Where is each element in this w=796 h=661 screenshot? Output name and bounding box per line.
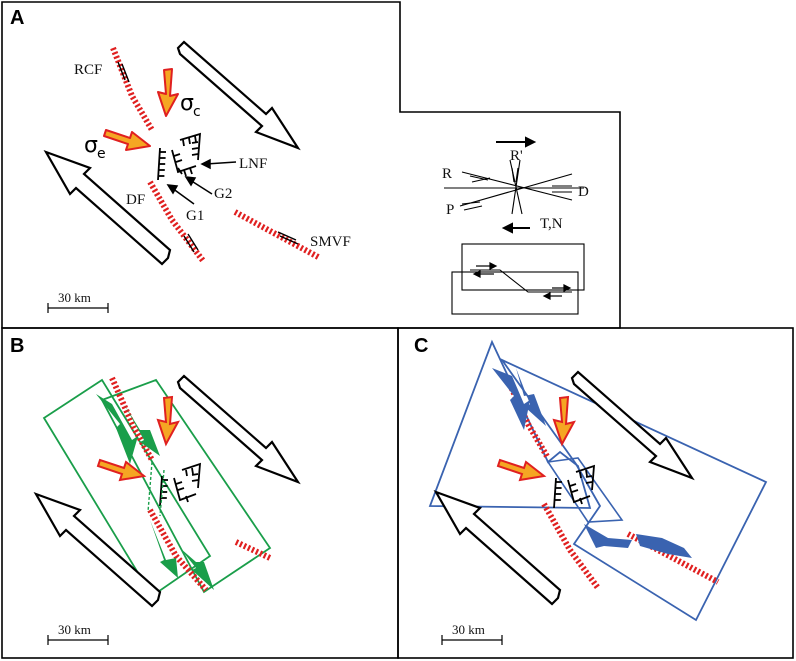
sigma-e-symbol: σ bbox=[84, 133, 98, 158]
stress-arrow-extension-b bbox=[96, 458, 147, 482]
scale-bar-c bbox=[441, 635, 503, 645]
label-g1: G1 bbox=[186, 208, 204, 224]
blue-block-east bbox=[499, 357, 768, 622]
panel-b-frame bbox=[1, 327, 399, 659]
fault-df-c bbox=[541, 502, 601, 590]
fault-df bbox=[147, 180, 207, 264]
green-block-west bbox=[42, 378, 212, 598]
fault-smvf bbox=[233, 209, 322, 261]
regional-arrow-northwest bbox=[43, 149, 172, 266]
riedel-label-d: D bbox=[578, 184, 589, 200]
panel-c-frame bbox=[397, 327, 794, 659]
panel-a-label: A bbox=[10, 7, 24, 29]
regional-arrow-southeast-c bbox=[570, 370, 695, 481]
pull-apart-sketch bbox=[451, 243, 585, 315]
normal-fault-g1 bbox=[157, 147, 166, 181]
sigma-e-subscript: e bbox=[97, 146, 106, 162]
regional-arrow-northwest-c bbox=[433, 489, 562, 606]
blue-shear-arrow-3 bbox=[584, 524, 632, 548]
shear-arrows-df bbox=[183, 233, 199, 253]
panel-a-frame bbox=[1, 1, 621, 329]
riedel-label-tn: T,N bbox=[540, 216, 563, 232]
normal-faults-c bbox=[553, 464, 596, 509]
label-g2: G2 bbox=[214, 186, 232, 202]
panel-c-label: C bbox=[414, 335, 428, 357]
scale-label-a: 30 km bbox=[58, 290, 91, 305]
fault-rcf-b bbox=[109, 376, 155, 462]
label-smvf: SMVF bbox=[310, 234, 351, 250]
panel-c: C bbox=[397, 327, 794, 659]
fault-df-b bbox=[147, 508, 209, 592]
stress-arrow-compression bbox=[157, 68, 179, 117]
riedel-label-p: P bbox=[446, 202, 454, 218]
regional-arrow-southeast-b bbox=[176, 374, 301, 485]
stress-arrow-extension bbox=[103, 129, 151, 151]
stress-arrow-compression-c bbox=[552, 395, 576, 447]
blue-shear-arrow-1 bbox=[492, 368, 530, 430]
stress-arrow-extension-c bbox=[496, 458, 547, 482]
regional-arrow-southeast bbox=[176, 40, 301, 151]
fault-rcf bbox=[110, 46, 155, 132]
normal-faults-b bbox=[159, 462, 202, 507]
panel-b-label: B bbox=[10, 335, 24, 357]
normal-fault-g2 bbox=[171, 149, 197, 177]
riedel-diagram bbox=[444, 159, 584, 215]
scale-bar-a bbox=[47, 303, 109, 313]
shear-arrows-rcf bbox=[117, 61, 130, 83]
green-shear-arrow-3 bbox=[150, 520, 178, 578]
regional-arrow-northwest-b bbox=[33, 491, 162, 608]
riedel-label-r-prime: R' bbox=[510, 148, 523, 164]
scale-label-c: 30 km bbox=[452, 622, 485, 637]
fault-smvf-c bbox=[626, 531, 720, 585]
label-df: DF bbox=[126, 192, 145, 208]
blue-shear-arrow-2 bbox=[516, 368, 546, 426]
label-lnf: LNF bbox=[239, 156, 267, 172]
scale-bar-b bbox=[47, 635, 109, 645]
blue-shear-arrow-4 bbox=[636, 534, 692, 558]
green-block-east bbox=[100, 378, 272, 594]
green-shear-arrow-2 bbox=[124, 404, 160, 456]
panel-b: B bbox=[1, 327, 399, 659]
sigma-c-symbol: σ bbox=[180, 91, 194, 116]
pointer-arrows bbox=[166, 158, 237, 205]
green-shear-arrow-1 bbox=[96, 394, 138, 464]
stress-arrow-compression-b bbox=[156, 395, 180, 447]
sigma-c-subscript: c bbox=[193, 104, 201, 120]
green-shear-arrow-4 bbox=[180, 548, 214, 590]
riedel-arrows bbox=[496, 136, 537, 234]
panel-a: A bbox=[1, 1, 621, 329]
green-pull-apart-b bbox=[147, 461, 165, 517]
normal-fault-lnf bbox=[179, 132, 201, 161]
label-rcf: RCF bbox=[74, 62, 102, 78]
fault-smvf-b bbox=[234, 539, 272, 561]
scale-label-b: 30 km bbox=[58, 622, 91, 637]
shear-arrows-smvf bbox=[277, 231, 299, 245]
pull-apart-arrows bbox=[472, 262, 572, 300]
riedel-label-r: R bbox=[442, 166, 452, 182]
